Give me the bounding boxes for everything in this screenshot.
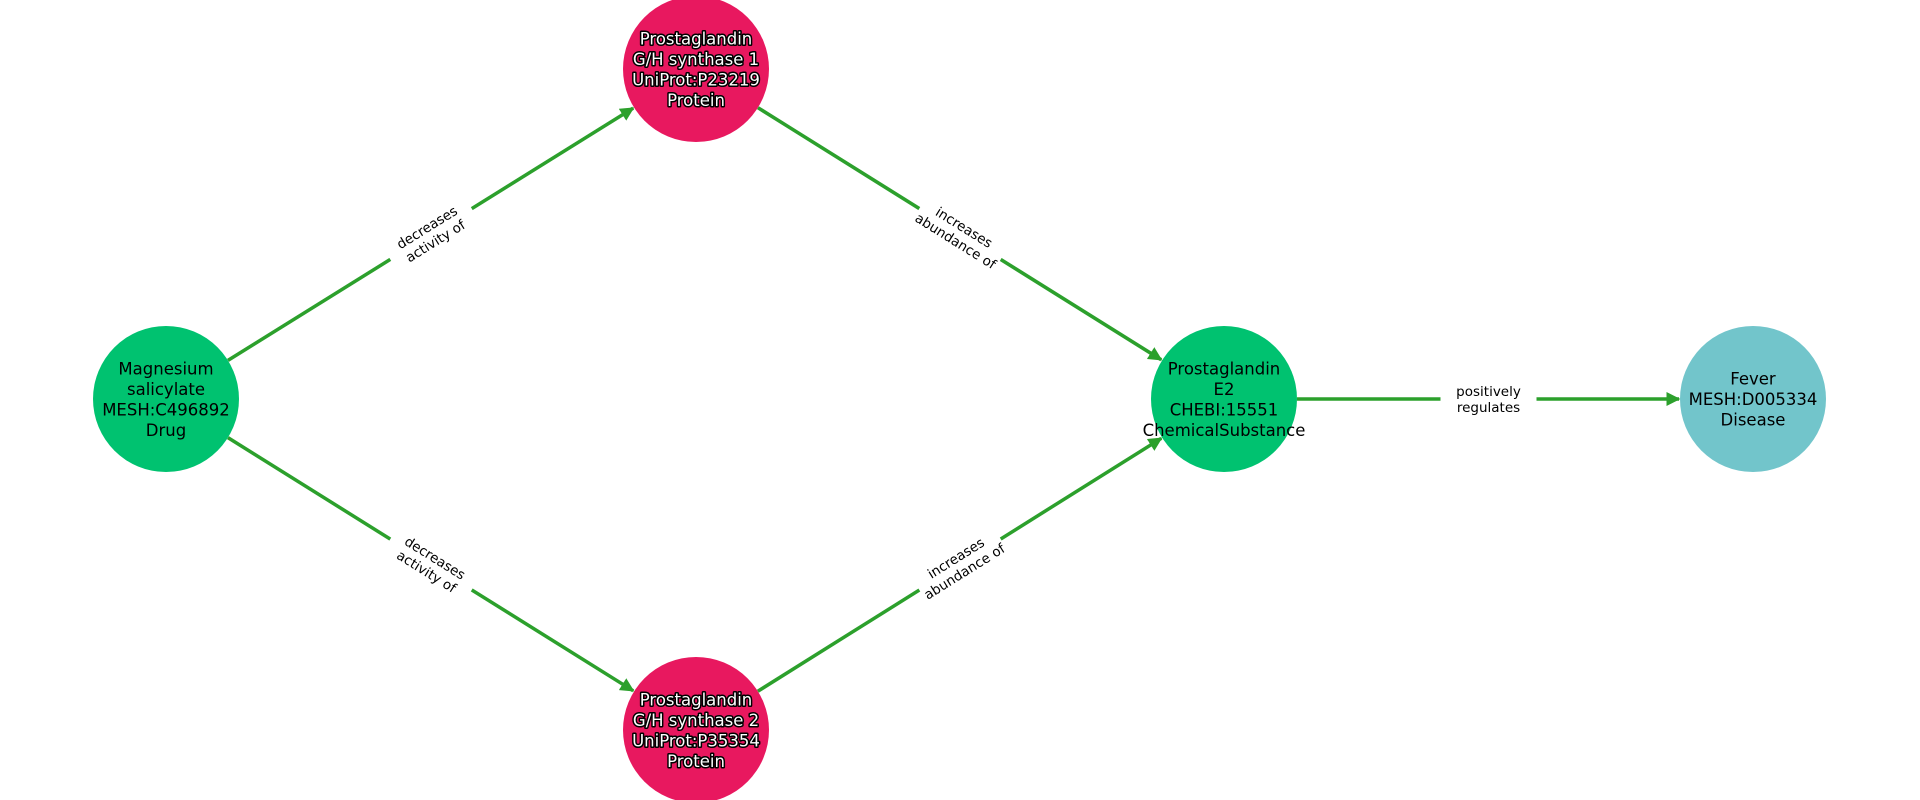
nodes-layer: MagnesiumsalicylateMESH:C496892DrugProst… xyxy=(93,0,1826,800)
edge-label-line: regulates xyxy=(1457,400,1520,416)
node-pge2[interactable]: ProstaglandinE2CHEBI:15551ChemicalSubsta… xyxy=(1143,326,1306,472)
node-label-line: E2 xyxy=(1214,380,1235,399)
node-label-line: Protein xyxy=(667,91,725,110)
node-label-line: MESH:D005334 xyxy=(1689,390,1818,409)
edge-label-background xyxy=(380,522,483,606)
node-label-line: Disease xyxy=(1721,411,1786,430)
node-label-line: ChemicalSubstance xyxy=(1143,421,1306,440)
node-label-line: salicylate xyxy=(127,380,205,399)
node-label-line: Protein xyxy=(667,752,725,771)
edge-label-background xyxy=(379,191,482,275)
edge-label-background xyxy=(909,191,1012,275)
node-circle[interactable] xyxy=(623,657,769,800)
node-label-line: G/H synthase 1 xyxy=(633,50,759,69)
node-label-line: UniProt:P35354 xyxy=(632,731,760,750)
node-circle[interactable] xyxy=(93,326,239,472)
edge-label-line: positively xyxy=(1456,384,1521,400)
node-label-line: Prostaglandin xyxy=(640,690,753,709)
edge-label-background xyxy=(1440,379,1537,417)
node-circle[interactable] xyxy=(623,0,769,142)
node-label-line: Prostaglandin xyxy=(1168,359,1281,378)
node-label-line: G/H synthase 2 xyxy=(633,711,759,730)
node-circle[interactable] xyxy=(1151,326,1297,472)
edge-label-background xyxy=(908,522,1011,606)
node-label-line: Fever xyxy=(1730,370,1776,389)
node-label-line: CHEBI:15551 xyxy=(1170,400,1279,419)
node-label-line: Drug xyxy=(146,421,186,440)
node-circle[interactable] xyxy=(1680,326,1826,472)
node-label-line: MESH:C496892 xyxy=(102,400,230,419)
node-label-line: Magnesium xyxy=(118,359,213,378)
node-label-line: UniProt:P23219 xyxy=(632,70,760,89)
node-label-line: Prostaglandin xyxy=(640,29,753,48)
